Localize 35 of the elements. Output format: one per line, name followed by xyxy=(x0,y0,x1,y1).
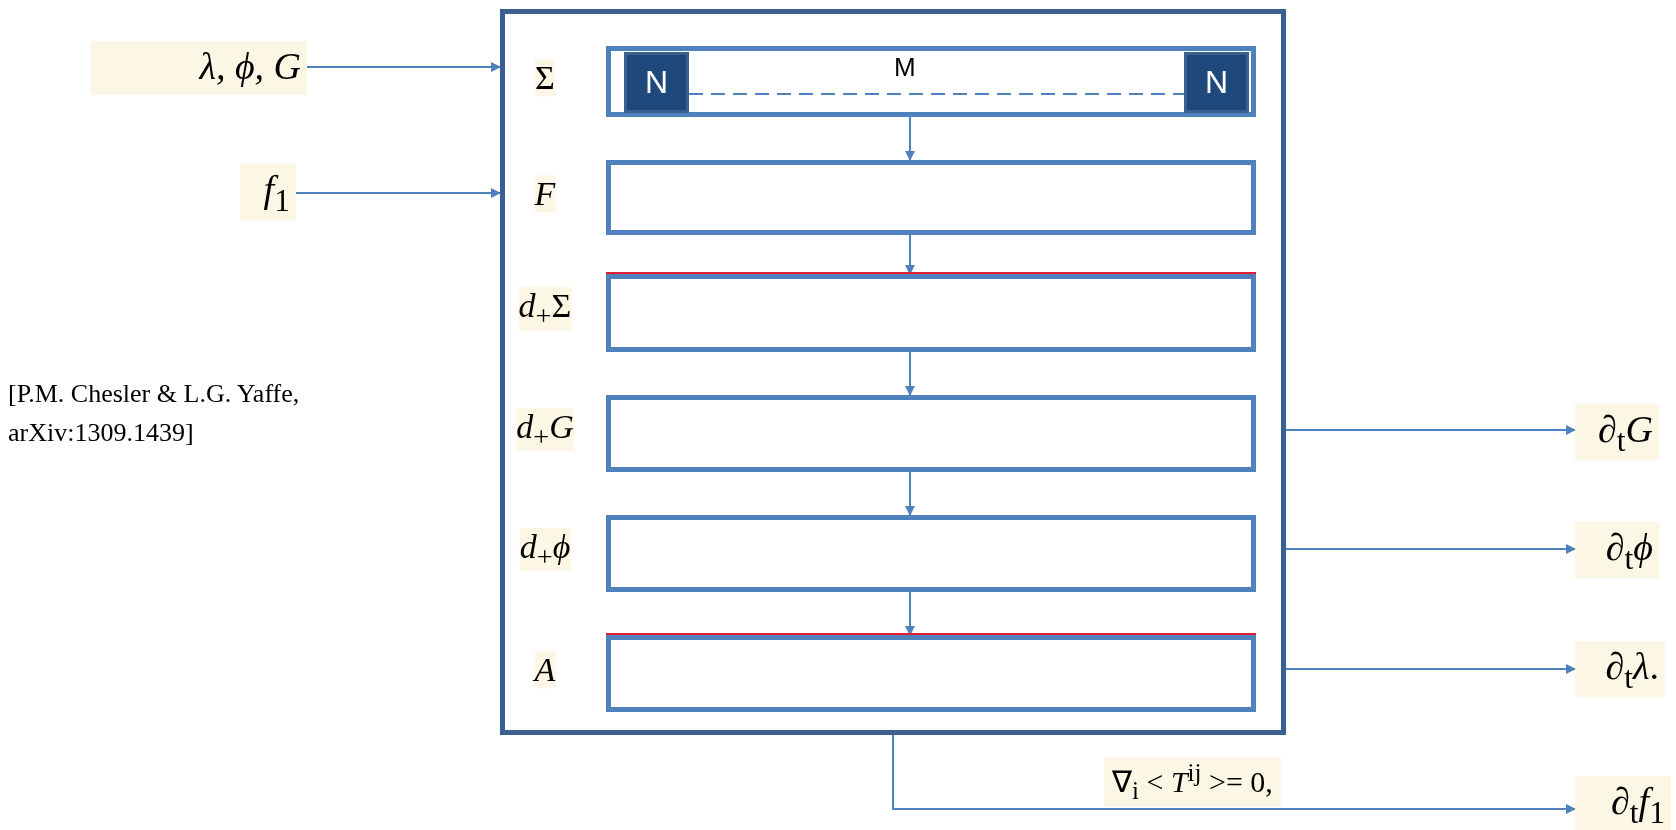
math-expression: λ, ϕ, G xyxy=(91,41,307,95)
math-expression: ∂$_{t}$λ. xyxy=(1575,641,1665,697)
arrow xyxy=(295,188,501,198)
math-label: d$_{+}$Σ xyxy=(518,287,572,331)
math-expression: ∂$_{t}$f$_{1}$ xyxy=(1575,776,1671,830)
arrow xyxy=(905,116,915,161)
math-label: F xyxy=(534,174,556,213)
math-label: Σ xyxy=(535,58,555,97)
math-expression: f$_{1}$ xyxy=(240,164,296,220)
arrow xyxy=(892,734,1576,814)
node-square: N xyxy=(624,52,689,113)
arrow xyxy=(306,62,501,72)
arrow xyxy=(905,591,915,636)
math-expression: ∂$_{t}$G xyxy=(1575,404,1659,460)
process-box xyxy=(500,9,1286,735)
arrow xyxy=(905,234,915,275)
stage-box xyxy=(606,46,1256,117)
arrow xyxy=(905,471,915,516)
stage-box xyxy=(606,515,1256,592)
stage-box xyxy=(606,274,1256,352)
arrow xyxy=(1285,664,1576,674)
stage-box xyxy=(606,395,1256,472)
math-label: A xyxy=(534,650,556,689)
math-label: d$_{+}$ϕ xyxy=(519,527,571,572)
stage-box xyxy=(606,160,1256,235)
arrow xyxy=(1285,425,1576,435)
node-square: N xyxy=(1184,52,1249,113)
math-label: d$_{+}$G xyxy=(516,407,574,452)
arrow xyxy=(1285,544,1576,554)
citation-text: [P.M. Chesler & L.G. Yaffe, arXiv:1309.1439] xyxy=(8,378,301,449)
stage-box xyxy=(606,635,1256,712)
math-expression: ∂$_{t}$ϕ xyxy=(1575,522,1659,578)
arrow xyxy=(905,351,915,396)
connector-line xyxy=(688,93,1185,95)
edge-label: ∇$_{i}$ < T$^{ij}$ >= 0, xyxy=(1104,757,1281,807)
